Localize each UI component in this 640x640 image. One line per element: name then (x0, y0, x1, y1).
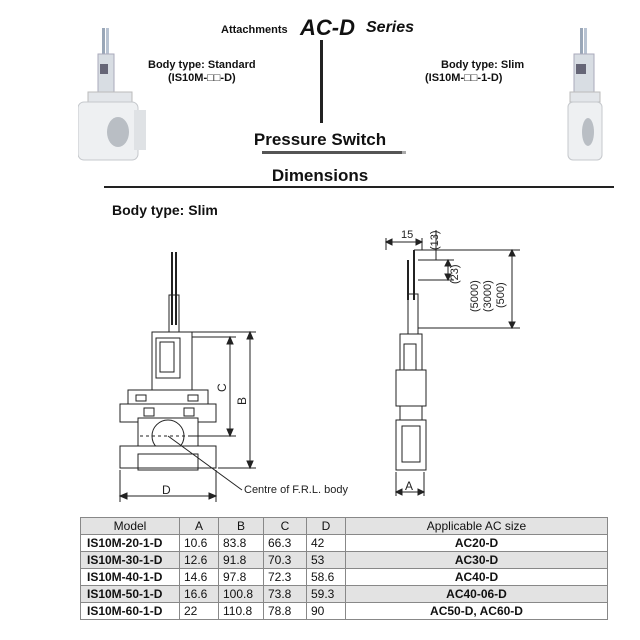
cell-c: 78.8 (263, 602, 307, 620)
standard-body-photo (78, 28, 146, 161)
section-underline (262, 151, 402, 154)
dim-label-13: (13) (429, 230, 441, 250)
cell-ac-size: AC40-D (345, 568, 608, 586)
slim-body-photo (567, 28, 603, 161)
cell-a: 14.6 (179, 568, 219, 586)
cell-b: 110.8 (218, 602, 264, 620)
dim-label-d: D (162, 483, 171, 497)
centre-note: Centre of F.R.L. body (244, 484, 348, 496)
col-header-b: B (218, 517, 264, 535)
cell-b: 91.8 (218, 551, 264, 569)
cell-c: 72.3 (263, 568, 307, 586)
header-divider (320, 40, 323, 123)
slim-body-label: Body type: Slim (IS10M-□□-1-D) (425, 59, 525, 84)
cell-model: IS10M-50-1-D (80, 585, 180, 603)
cell-a: 10.6 (179, 534, 219, 552)
dim-label-23: (23) (449, 264, 461, 284)
series-word: Series (366, 19, 415, 36)
cell-a: 22 (179, 602, 219, 620)
cell-ac-size: AC20-D (345, 534, 608, 552)
cell-model: IS10M-40-1-D (80, 568, 180, 586)
col-header-model: Model (80, 517, 180, 535)
dim-label-500: (500) (495, 282, 507, 308)
dim-label-3000: (3000) (482, 280, 494, 312)
cell-c: 66.3 (263, 534, 307, 552)
cell-ac-size: AC30-D (345, 551, 608, 569)
attachments-label: Attachments (221, 24, 288, 36)
table-row: IS10M-40-1-D 14.6 97.8 72.3 58.6 AC40-D (80, 568, 608, 586)
cell-b: 83.8 (218, 534, 264, 552)
table-row: IS10M-60-1-D 22 110.8 78.8 90 AC50-D, AC… (80, 602, 608, 620)
cell-model: IS10M-20-1-D (80, 534, 180, 552)
cell-b: 97.8 (218, 568, 264, 586)
dim-label-15: 15 (401, 229, 413, 241)
cell-d: 42 (306, 534, 346, 552)
dimensions-table: Model A B C D Applicable AC size IS10M-2… (80, 517, 608, 620)
table-header-row: Model A B C D Applicable AC size (80, 517, 608, 535)
cell-model: IS10M-30-1-D (80, 551, 180, 569)
section-underline-accent (402, 151, 406, 154)
cell-c: 73.8 (263, 585, 307, 603)
table-row: IS10M-30-1-D 12.6 91.8 70.3 53 AC30-D (80, 551, 608, 569)
col-header-d: D (306, 517, 346, 535)
col-header-a: A (179, 517, 219, 535)
standard-body-label: Body type: Standard (IS10M-□□-D) (148, 59, 256, 84)
cell-d: 90 (306, 602, 346, 620)
dim-label-a: A (405, 479, 413, 493)
col-header-ac-size: Applicable AC size (345, 517, 608, 535)
table-row: IS10M-20-1-D 10.6 83.8 66.3 42 AC20-D (80, 534, 608, 552)
section-title: Pressure Switch (253, 130, 387, 149)
dimensions-title: Dimensions (271, 166, 369, 185)
cell-b: 100.8 (218, 585, 264, 603)
cell-ac-size: AC40-06-D (345, 585, 608, 603)
cell-model: IS10M-60-1-D (80, 602, 180, 620)
cell-c: 70.3 (263, 551, 307, 569)
dim-label-5000: (5000) (469, 280, 481, 312)
cell-d: 59.3 (306, 585, 346, 603)
table-row: IS10M-50-1-D 16.6 100.8 73.8 59.3 AC40-0… (80, 585, 608, 603)
cell-a: 16.6 (179, 585, 219, 603)
dimensions-rule (104, 186, 614, 188)
cell-a: 12.6 (179, 551, 219, 569)
cell-d: 58.6 (306, 568, 346, 586)
front-view-drawing: C B D Centre of F.R.L. body (118, 252, 348, 502)
series-code: AC-D (300, 15, 355, 40)
cell-ac-size: AC50-D, AC60-D (345, 602, 608, 620)
dim-label-b: B (235, 397, 249, 405)
col-header-c: C (263, 517, 307, 535)
slim-heading: Body type: Slim (112, 202, 218, 218)
dim-label-c: C (215, 383, 229, 392)
side-view-drawing: 15 (13) (23) (5000) (3000) (500) A (384, 229, 520, 496)
cell-d: 53 (306, 551, 346, 569)
